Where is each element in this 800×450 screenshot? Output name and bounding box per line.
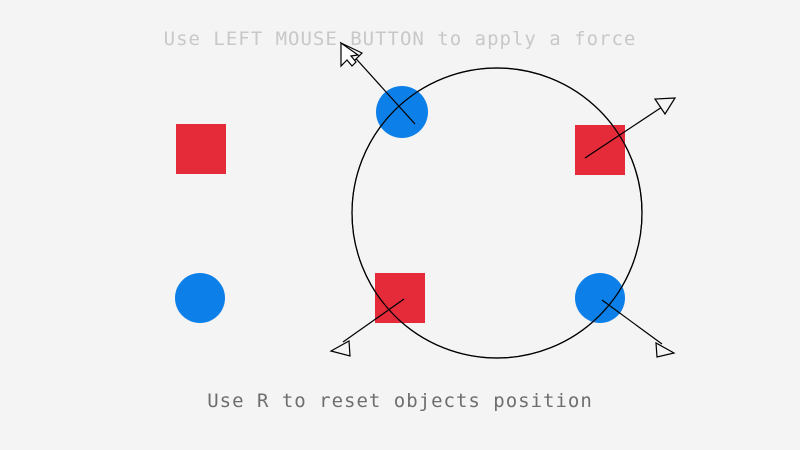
force-line bbox=[584, 104, 666, 159]
body-circle-bottom-right[interactable] bbox=[575, 273, 625, 323]
force-line bbox=[601, 299, 663, 345]
body-circle-top[interactable] bbox=[376, 86, 428, 138]
hint-text-bottom: Use R to reset objects position bbox=[207, 390, 593, 412]
force-line bbox=[349, 51, 416, 125]
force-line bbox=[342, 298, 405, 343]
mouse-cursor-icon bbox=[340, 41, 360, 68]
body-circle-left[interactable] bbox=[175, 273, 225, 323]
force-arrowhead bbox=[655, 341, 676, 358]
body-square-top-right[interactable] bbox=[575, 125, 625, 175]
force-arrowhead bbox=[653, 97, 677, 116]
orbit-ring-overlay bbox=[351, 67, 643, 359]
force-arrowhead bbox=[329, 340, 351, 357]
body-square-left[interactable] bbox=[176, 124, 226, 174]
force-vector-square-top-right bbox=[584, 97, 677, 159]
hint-text-top: Use LEFT MOUSE BUTTON to apply a force bbox=[163, 28, 637, 50]
force-vector-circle-bottom-right bbox=[601, 299, 676, 358]
body-square-bottom-mid[interactable] bbox=[375, 273, 425, 323]
force-vector-square-bottom-mid bbox=[329, 298, 405, 357]
